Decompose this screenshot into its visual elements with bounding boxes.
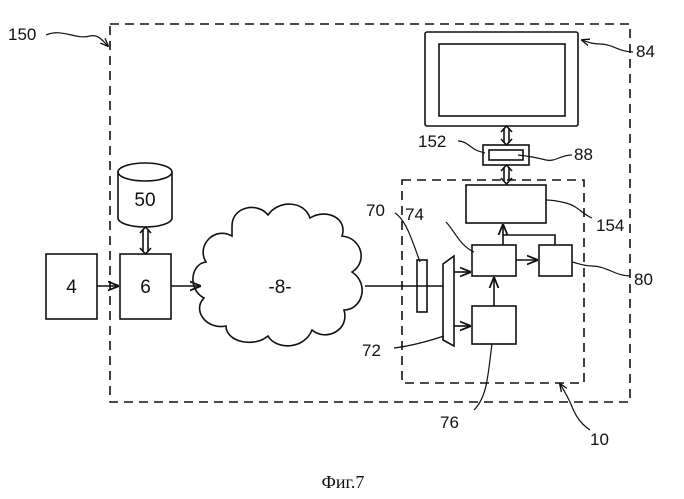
label-154: 154 xyxy=(596,216,624,235)
label-box-4: 4 xyxy=(66,277,77,298)
leader-152 xyxy=(458,141,485,153)
box-154 xyxy=(466,185,546,223)
leader-10 xyxy=(560,384,590,430)
label-84: 84 xyxy=(636,42,655,61)
figure-caption: Фиг.7 xyxy=(322,472,365,492)
label-80: 80 xyxy=(634,270,653,289)
label-152: 152 xyxy=(418,132,446,151)
link-db-6 xyxy=(140,227,151,254)
label-network-8: -8- xyxy=(268,277,291,298)
network-cloud-8 xyxy=(193,204,362,346)
element-72 xyxy=(443,256,454,346)
label-10: 10 xyxy=(590,430,609,449)
leader-80 xyxy=(572,262,630,276)
display-84 xyxy=(425,32,578,126)
box-74 xyxy=(472,245,516,276)
leader-154 xyxy=(546,200,592,218)
label-88: 88 xyxy=(574,145,593,164)
box-80 xyxy=(539,245,572,276)
box-76 xyxy=(472,306,516,344)
label-150: 150 xyxy=(8,25,36,44)
label-box-6: 6 xyxy=(140,277,151,298)
label-db-50: 50 xyxy=(134,190,155,211)
leader-76 xyxy=(474,344,492,410)
link-connector-154 xyxy=(501,165,512,184)
label-74: 74 xyxy=(405,205,424,224)
arrow-to-154 xyxy=(503,225,555,245)
link-display-connector xyxy=(501,126,512,145)
label-72: 72 xyxy=(362,341,381,360)
label-70: 70 xyxy=(366,201,385,220)
leader-74 xyxy=(446,222,474,252)
leader-84 xyxy=(582,40,633,52)
label-76: 76 xyxy=(440,413,459,432)
leader-150 xyxy=(46,33,108,46)
